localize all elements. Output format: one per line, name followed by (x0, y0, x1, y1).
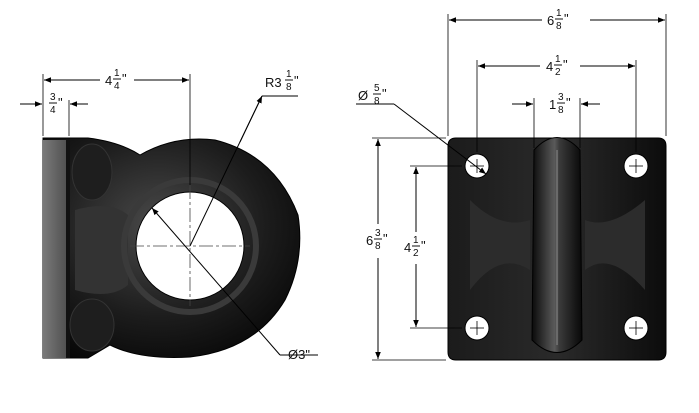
side-flange-num: 3 (50, 92, 56, 103)
front-hole-label: Ø 5 8 " (358, 83, 387, 107)
bolt-hole-crosshairs (470, 159, 643, 335)
front-view: 6 1 8 " 4 1 2 " 1 3 8 " (356, 8, 667, 361)
side-radius-num: 1 (286, 69, 292, 80)
side-width-label: 4 1 4 " (105, 68, 127, 92)
front-view-part (447, 137, 667, 361)
side-view-part (42, 137, 301, 359)
front-width-whole: 6 (547, 13, 554, 28)
side-upper-pocket (71, 143, 113, 201)
side-radius-den: 8 (286, 82, 292, 93)
side-width-num: 1 (114, 68, 120, 79)
front-height-unit: " (383, 231, 388, 246)
front-width-unit: " (564, 11, 569, 26)
front-upper-web (470, 200, 530, 290)
front-bolt-v-whole: 4 (404, 240, 411, 255)
front-bolt-v-label: 4 1 2 " (404, 235, 426, 259)
side-flange-unit: " (58, 95, 63, 110)
front-ring-den: 8 (558, 105, 564, 116)
side-flange-label: 3 4 " (49, 92, 63, 116)
front-hole-prefix: Ø (358, 88, 368, 103)
front-ring-num: 3 (558, 92, 564, 103)
side-flange-edge (66, 140, 70, 358)
front-bolt-h-whole: 4 (546, 59, 553, 74)
front-height-num: 3 (375, 228, 381, 239)
front-bolt-h-num: 1 (555, 54, 561, 65)
front-bolt-h-den: 2 (555, 67, 561, 78)
side-flange-den: 4 (50, 105, 56, 116)
front-height-den: 8 (375, 241, 381, 252)
front-bolt-v-unit: " (421, 238, 426, 253)
front-width-num: 1 (556, 8, 562, 19)
side-hole-label: Ø3" (288, 347, 310, 362)
front-bolt-v-num: 1 (413, 235, 419, 246)
front-bolt-v-den: 2 (413, 248, 419, 259)
side-radius-unit: " (294, 73, 299, 88)
front-hole-den: 8 (374, 96, 380, 107)
front-width-den: 8 (556, 21, 562, 32)
front-hole-leader (393, 103, 487, 175)
front-ring-unit: " (566, 95, 571, 110)
side-lower-pocket (69, 298, 115, 352)
side-width-whole: 4 (105, 73, 112, 88)
front-hole-num: 5 (374, 83, 380, 94)
front-ring-whole: 1 (549, 97, 556, 112)
front-height-label: 6 3 8 " (366, 228, 388, 252)
side-radius-label: R3 1 8 " (265, 69, 299, 93)
front-ring-label: 1 3 8 " (549, 92, 571, 116)
side-hole-leader (151, 207, 281, 356)
front-width-label: 6 1 8 " (547, 8, 569, 32)
side-view: 4 1 4 " 3 4 " R3 1 8 " Ø3" (20, 68, 318, 362)
front-bolt-h-label: 4 1 2 " (546, 54, 568, 78)
front-hole-unit: " (382, 86, 387, 101)
front-bolt-h-unit: " (563, 57, 568, 72)
side-flange (43, 140, 69, 358)
side-radius-arrow (239, 95, 263, 143)
front-lower-web (585, 200, 645, 290)
side-width-unit: " (122, 71, 127, 86)
side-width-den: 4 (114, 81, 120, 92)
side-radius-prefix: R3 (265, 75, 282, 90)
front-height-whole: 6 (366, 233, 373, 248)
side-web-shading (75, 206, 128, 294)
